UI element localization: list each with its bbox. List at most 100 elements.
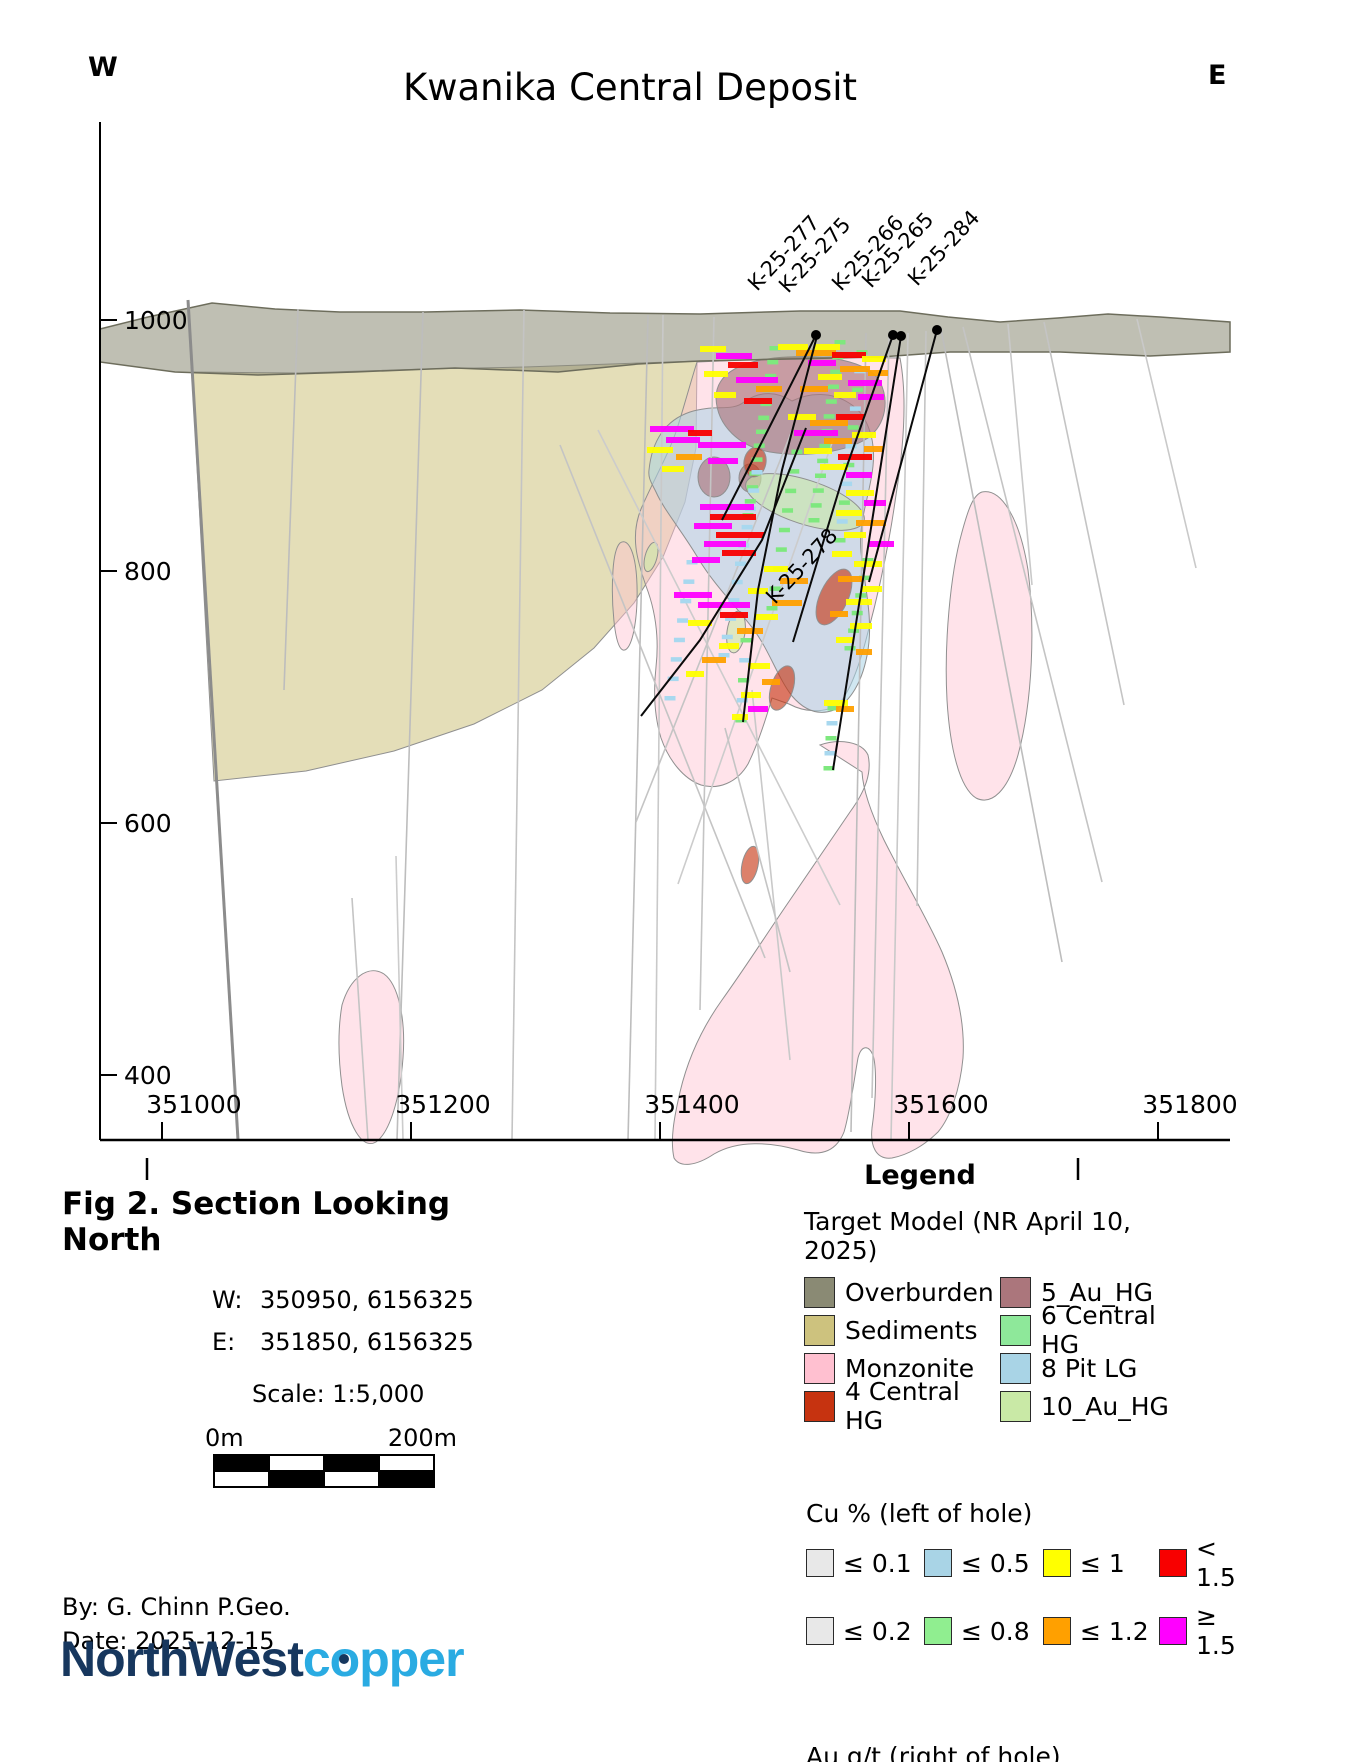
caption-block: Fig 2. Section Looking North W: 350950, … xyxy=(62,1186,542,1658)
faint-drill-trace xyxy=(1043,321,1125,706)
faint-drill-trace xyxy=(751,689,791,1061)
assay-tick xyxy=(769,346,781,351)
assay-tick xyxy=(667,676,679,682)
assay-tick xyxy=(847,425,859,430)
assay-interval-bar xyxy=(834,392,856,398)
assay-tick xyxy=(849,406,861,411)
assay-interval-layer xyxy=(647,340,894,771)
assay-tick xyxy=(844,646,856,651)
faint-drill-trace xyxy=(283,308,299,691)
faint-drill-trace xyxy=(351,897,369,1141)
legend-item: < 1.5 xyxy=(1159,1534,1236,1592)
west-marker: W xyxy=(88,52,118,83)
assay-interval-bar xyxy=(698,442,746,448)
cu-swatch-6 xyxy=(1043,1617,1071,1645)
assay-interval-bar xyxy=(836,637,854,643)
assay-interval-bar xyxy=(666,437,700,443)
assay-interval-bar xyxy=(824,700,848,706)
assay-interval-bar xyxy=(800,386,828,392)
easting-tick-label: 351000 xyxy=(146,1090,241,1119)
cu-swatch-0 xyxy=(806,1549,834,1577)
legend-item: ≤ 0.5 xyxy=(924,1534,1043,1592)
cu-swatch-1 xyxy=(924,1549,952,1577)
faint-drill-trace xyxy=(395,855,404,1141)
assay-tick xyxy=(731,579,743,585)
assay-tick xyxy=(664,696,676,701)
elevation-tick-label: 400 xyxy=(124,1061,172,1090)
faint-drill-trace xyxy=(724,727,791,973)
assay-tick xyxy=(830,369,842,375)
date-line: Date: 2025-12-15 xyxy=(62,1627,275,1655)
assay-tick xyxy=(735,561,746,566)
assay-interval-bar xyxy=(694,523,732,529)
monzonite-swatch xyxy=(804,1352,835,1384)
legend-item: 6 Central HG xyxy=(1000,1301,1170,1359)
assay-interval-bar xyxy=(778,344,808,350)
assay-tick xyxy=(756,429,767,434)
assay-tick xyxy=(758,415,770,421)
page-title: Kwanika Central Deposit xyxy=(402,66,858,109)
east-coordinate-label: E: xyxy=(212,1328,236,1356)
logo-text-copper: copper xyxy=(302,1631,465,1687)
legend-item: Overburden xyxy=(804,1273,1000,1311)
assay-interval-bar xyxy=(737,628,763,634)
logo-o-dot xyxy=(338,1654,349,1664)
assay-tick xyxy=(785,488,797,494)
legend-title: Legend xyxy=(864,1160,976,1191)
faint-drill-trace xyxy=(627,314,649,1141)
assay-interval-bar xyxy=(808,360,836,366)
assay-tick xyxy=(815,473,826,478)
legend-item: 8 Pit LG xyxy=(1000,1349,1170,1387)
drillhole-collar xyxy=(896,331,906,341)
au5-swatch xyxy=(1000,1276,1031,1308)
assay-tick xyxy=(718,653,730,658)
scale-bar-start: 0m xyxy=(205,1424,244,1452)
assay-interval-bar xyxy=(719,643,739,649)
assay-interval-bar xyxy=(700,504,754,510)
assay-tick xyxy=(751,457,763,462)
assay-tick xyxy=(812,488,824,493)
assay-tick xyxy=(834,538,846,543)
assay-interval-bar xyxy=(804,448,832,454)
assay-tick xyxy=(741,524,753,530)
legend-item: ≤ 0.8 xyxy=(924,1602,1043,1660)
logo-text-northwest: NorthWest xyxy=(60,1631,304,1687)
elevation-tick-label: 1000 xyxy=(124,306,188,335)
drillhole-trace-K-25-265 xyxy=(832,335,902,771)
faint-drill-trace xyxy=(559,444,766,959)
geology-monzonite-left-small xyxy=(338,970,405,1144)
east-marker: E xyxy=(1208,60,1227,91)
faint-drill-trace xyxy=(1136,318,1197,569)
assay-interval-bar xyxy=(838,454,872,460)
assay-tick xyxy=(841,481,853,487)
east-coordinate-value: 351850, 6156325 xyxy=(260,1328,474,1356)
assay-interval-bar xyxy=(840,366,870,372)
assay-tick xyxy=(748,488,760,493)
legend-item: 10_Au_HG xyxy=(1000,1387,1170,1425)
assay-interval-bar xyxy=(846,490,874,496)
easting-tick-label: 351200 xyxy=(395,1090,490,1119)
legend-item: Sediments xyxy=(804,1311,1000,1349)
assay-tick xyxy=(826,721,838,726)
drill-trace-layer xyxy=(186,299,1197,1141)
assay-interval-bar xyxy=(728,362,758,368)
sediments-swatch xyxy=(804,1314,835,1346)
assay-tick xyxy=(747,485,758,490)
assay-interval-bar xyxy=(844,532,866,538)
assay-tick xyxy=(827,706,839,711)
assay-interval-bar xyxy=(836,510,862,516)
target-model-legend: Overburden Sediments Monzonite 4 Central… xyxy=(804,1273,1170,1435)
assay-interval-bar xyxy=(836,706,854,712)
assay-tick xyxy=(852,387,864,393)
legend-item: Monzonite xyxy=(804,1349,1000,1387)
geology-monzonite-right-lens xyxy=(945,491,1033,801)
assay-tick xyxy=(778,527,790,533)
assay-tick xyxy=(828,384,839,389)
assay-tick xyxy=(843,462,855,468)
assay-interval-bar xyxy=(830,611,848,617)
west-coordinate: W: 350950, 6156325 xyxy=(212,1286,542,1314)
west-coordinate-label: W: xyxy=(212,1286,243,1314)
cu-legend: Cu % (left of hole) ≤ 0.1 ≤ 0.5 ≤ 1 < 1.… xyxy=(700,1499,1236,1660)
drillhole-collar xyxy=(932,325,942,335)
